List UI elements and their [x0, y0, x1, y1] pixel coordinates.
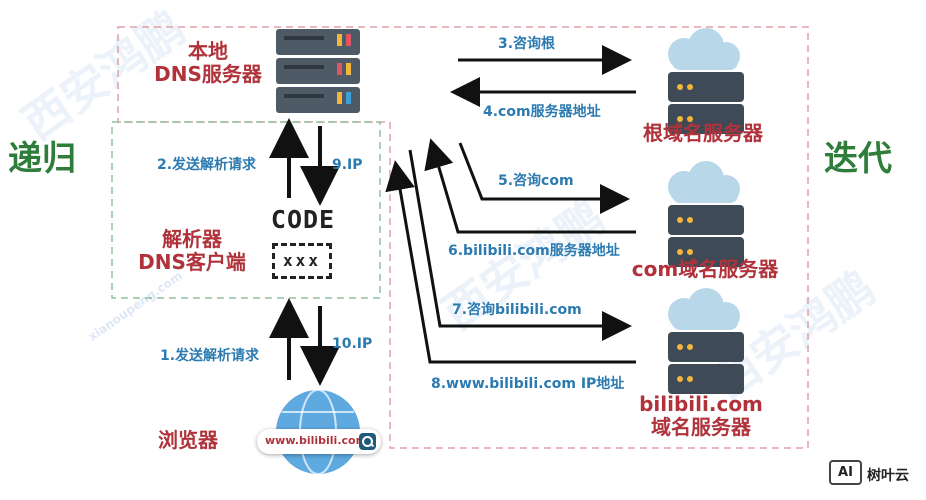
recursive-region	[111, 121, 381, 299]
bilibili-server-line1: bilibili.com	[639, 392, 763, 416]
arrow-step7	[408, 149, 632, 341]
search-icon	[359, 433, 376, 450]
browser-label: 浏览器	[158, 428, 218, 452]
brand-logo-icon: AI	[829, 460, 862, 485]
code-box-icon: xxx	[272, 243, 332, 279]
step-1-label: 1.发送解析请求	[160, 348, 260, 364]
com-server-label: com域名服务器	[631, 257, 779, 281]
step-7-label: 7.咨询bilibili.com	[452, 302, 582, 318]
resolver-line2: DNS客户端	[138, 250, 246, 274]
step-4-label: 4.com服务器地址	[483, 104, 601, 120]
arrow-step8	[385, 160, 636, 364]
step-6-label: 6.bilibili.com服务器地址	[448, 243, 620, 259]
bilibili-server-line2: 域名服务器	[651, 415, 751, 439]
step-5-label: 5.咨询com	[498, 173, 574, 189]
server-rack-icon	[276, 29, 360, 113]
step-3-label: 3.咨询根	[498, 36, 556, 52]
cloud-server-icon	[668, 161, 744, 267]
step-10-label: 10.IP	[332, 336, 373, 352]
resolver-line1: 解析器	[162, 227, 222, 251]
iterative-label: 迭代	[824, 139, 892, 179]
arrow-step6	[424, 138, 636, 234]
recursive-label: 递归	[8, 139, 76, 179]
browser-url-bar: www.bilibili.com	[257, 429, 381, 454]
step-8-label: 8.www.bilibili.com IP地址	[431, 376, 625, 392]
brand-name: 树叶云	[867, 468, 909, 484]
arrow-step5	[458, 142, 630, 214]
local-dns-label: 本地 DNS服务器	[138, 40, 278, 86]
step-9-label: 9.IP	[332, 157, 363, 173]
code-icon: CODE	[270, 205, 336, 234]
cloud-server-icon	[668, 28, 744, 134]
local-dns-line1: 本地	[188, 39, 228, 63]
resolver-label: 解析器 DNS客户端	[122, 228, 262, 274]
browser-url-text: www.bilibili.com	[265, 434, 368, 447]
bilibili-server-label: bilibili.com 域名服务器	[636, 393, 766, 439]
root-server-label: 根域名服务器	[643, 121, 763, 145]
local-dns-line2: DNS服务器	[154, 62, 262, 86]
step-2-label: 2.发送解析请求	[157, 157, 257, 173]
cloud-server-icon	[668, 288, 744, 394]
